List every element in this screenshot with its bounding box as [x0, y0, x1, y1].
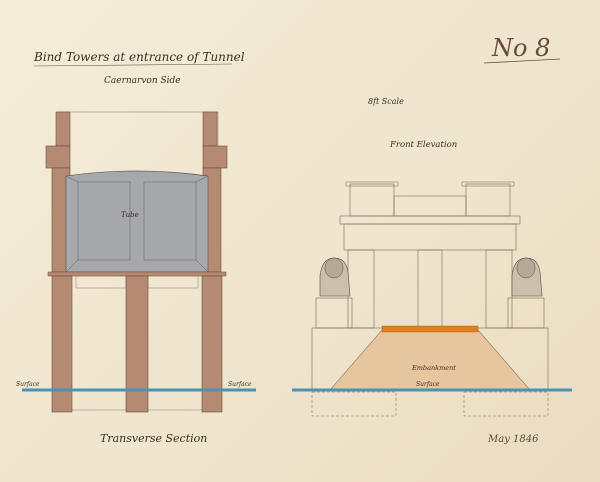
- right-pier-lower: [201, 275, 223, 413]
- left-pier-top: [55, 111, 71, 147]
- lion-right: [511, 257, 543, 297]
- frieze: [343, 223, 517, 251]
- tube-cell-right: [143, 181, 197, 261]
- transverse-section: Tube Surface Surface: [16, 111, 256, 413]
- lion-left: [319, 257, 351, 297]
- surface-label-right: Surface: [416, 381, 440, 388]
- front-elevation: Embankment Surface: [292, 181, 572, 417]
- foundation-right: [463, 391, 549, 417]
- top-block-right: [465, 183, 511, 217]
- left-bearing: [75, 275, 127, 289]
- front-elevation-label: Front Elevation: [390, 140, 458, 150]
- foundation-left: [311, 391, 397, 417]
- right-bearing: [147, 275, 199, 289]
- left-pier-cap: [45, 145, 71, 169]
- center-pier-lower: [125, 275, 149, 413]
- tube-section: [65, 170, 209, 273]
- rail-bed: [381, 325, 479, 333]
- tube-cell-left: [77, 181, 131, 261]
- embankment-label: Embankment: [411, 364, 456, 372]
- drawing-title: Bind Towers at entrance of Tunnel: [34, 50, 245, 64]
- tube-label: Tube: [121, 211, 139, 219]
- cornice: [339, 215, 521, 225]
- top-block-left: [349, 183, 395, 217]
- pedestal-right: [507, 297, 545, 329]
- drawing-subtitle: Caernarvon Side: [104, 76, 181, 86]
- pedestal-left: [315, 297, 353, 329]
- right-pier-top: [202, 111, 218, 147]
- surface-label-left: Surface: [16, 381, 40, 388]
- signature: May 1846: [488, 434, 539, 445]
- surface-label-left-end: Surface: [228, 381, 252, 388]
- plate-number: No 8: [492, 34, 551, 62]
- right-pier-cap: [202, 145, 228, 169]
- column-center: [417, 249, 443, 329]
- plate-underline: [483, 58, 561, 64]
- scale-note: 8ft Scale: [368, 97, 404, 106]
- top-block-center: [393, 195, 467, 217]
- left-pier-lower: [51, 275, 73, 413]
- transverse-section-label: Transverse Section: [100, 432, 208, 445]
- title-underline: [33, 63, 233, 67]
